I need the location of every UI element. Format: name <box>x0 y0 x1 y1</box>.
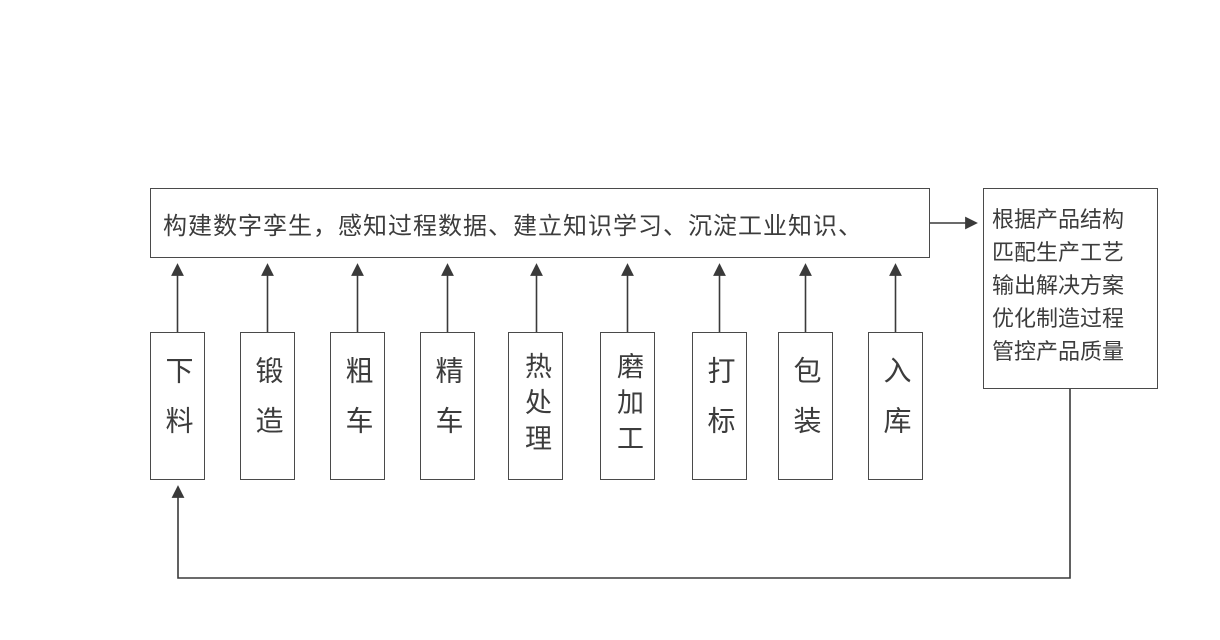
step-box-7: 包装 <box>778 332 833 480</box>
step-box-5: 磨加工 <box>600 332 655 480</box>
result-panel-line: 根据产品结构 <box>992 207 1125 232</box>
result-panel-line: 输出解决方案 <box>992 273 1125 298</box>
step-label: 锻造 <box>252 356 284 456</box>
result-panel-line: 管控产品质量 <box>992 339 1125 364</box>
banner-label: 构建数字孪生，感知过程数据、建立知识学习、沉淀工业知识、 <box>163 212 863 240</box>
step-label: 热处理 <box>521 352 551 460</box>
step-label: 粗车 <box>342 356 374 456</box>
step-box-2: 粗车 <box>330 332 385 480</box>
result-panel: 根据产品结构 匹配生产工艺 输出解决方案 优化制造过程 管控产品质量 <box>983 188 1158 389</box>
result-panel-line: 优化制造过程 <box>992 306 1125 331</box>
step-label: 磨加工 <box>613 352 643 460</box>
result-panel-line: 匹配生产工艺 <box>992 240 1125 265</box>
step-box-0: 下料 <box>150 332 205 480</box>
step-label: 入库 <box>880 356 912 456</box>
step-box-3: 精车 <box>420 332 475 480</box>
step-label: 包装 <box>790 356 822 456</box>
banner-box: 构建数字孪生，感知过程数据、建立知识学习、沉淀工业知识、 <box>150 188 930 258</box>
step-label: 精车 <box>432 356 464 456</box>
step-box-1: 锻造 <box>240 332 295 480</box>
step-box-6: 打标 <box>692 332 747 480</box>
step-label: 下料 <box>162 356 194 456</box>
step-box-8: 入库 <box>868 332 923 480</box>
step-box-4: 热处理 <box>508 332 563 480</box>
step-label: 打标 <box>704 356 736 456</box>
